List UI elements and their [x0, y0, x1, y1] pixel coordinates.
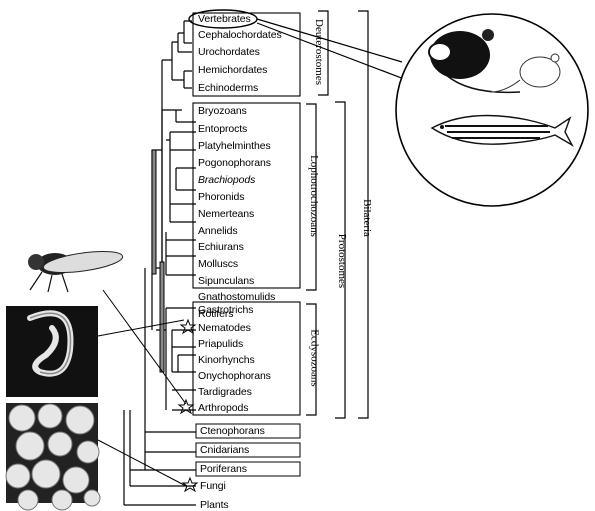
branch-basal	[145, 268, 196, 470]
taxon-label: Arthropods	[198, 402, 248, 414]
taxon-label: Bryozoans	[198, 105, 247, 117]
star-icon	[179, 400, 193, 413]
taxon-label: Poriferans	[200, 463, 247, 475]
taxon-label: Nematodes	[198, 322, 251, 334]
taxon-label: Urochordates	[198, 46, 260, 58]
taxon-label: Platyhelminthes	[198, 140, 271, 152]
taxon-label: Plants	[200, 499, 229, 511]
fruit-fly-illustration	[28, 248, 124, 292]
group-label-protostomes: Protostomes	[336, 234, 348, 288]
taxon-label: Sipunculans	[198, 275, 254, 287]
taxon-label: Priapulids	[198, 338, 243, 350]
taxon-label: Cnidarians	[200, 444, 249, 456]
taxon-label: Phoronids	[198, 191, 244, 203]
taxon-label: Hemichordates	[198, 64, 267, 76]
taxon-label: Echinoderms	[198, 82, 258, 94]
taxon-label: Entoprocts	[198, 123, 247, 135]
taxon-label: Echiurans	[198, 241, 244, 253]
taxon-label: Kinorhynchs	[198, 354, 255, 366]
taxon-label: Vertebrates	[198, 13, 251, 25]
group-label-deuterostomes: Deuterostomes	[313, 19, 325, 85]
vertebrate-models-circle	[396, 14, 588, 206]
taxon-label: Brachiopods	[198, 174, 255, 186]
taxon-label: Annelids	[198, 225, 237, 237]
nematode-photo	[6, 306, 98, 397]
branch-vertebrates	[184, 21, 192, 43]
taxon-label: Pogonophorans	[198, 157, 271, 169]
branch-echinoderms	[184, 71, 192, 88]
taxon-label: Gnathostomulids	[198, 291, 275, 303]
branch-fungi	[130, 410, 196, 486]
lophotrochozoan-bar	[152, 150, 156, 274]
taxon-label: Onychophorans	[198, 370, 271, 382]
taxon-label: Ctenophorans	[200, 425, 265, 437]
taxon-label: Fungi	[200, 480, 226, 492]
star-icon	[183, 478, 197, 491]
taxon-label: Tardigrades	[198, 386, 252, 398]
ecdysozoan-bar	[160, 262, 164, 372]
taxon-label: Cephalochordates	[198, 29, 282, 41]
taxon-label: Molluscs	[198, 258, 238, 270]
group-label-ecdysozoans: Ecdysozoans	[309, 329, 321, 386]
yeast-photo	[6, 403, 100, 510]
group-label-bilateria: Bilateria	[361, 199, 373, 237]
group-label-lophotrochozoans: Lophotrochozoans	[308, 155, 320, 237]
taxon-label: Nemerteans	[198, 208, 254, 220]
taxon-label: Gastrotrichs	[198, 304, 253, 316]
